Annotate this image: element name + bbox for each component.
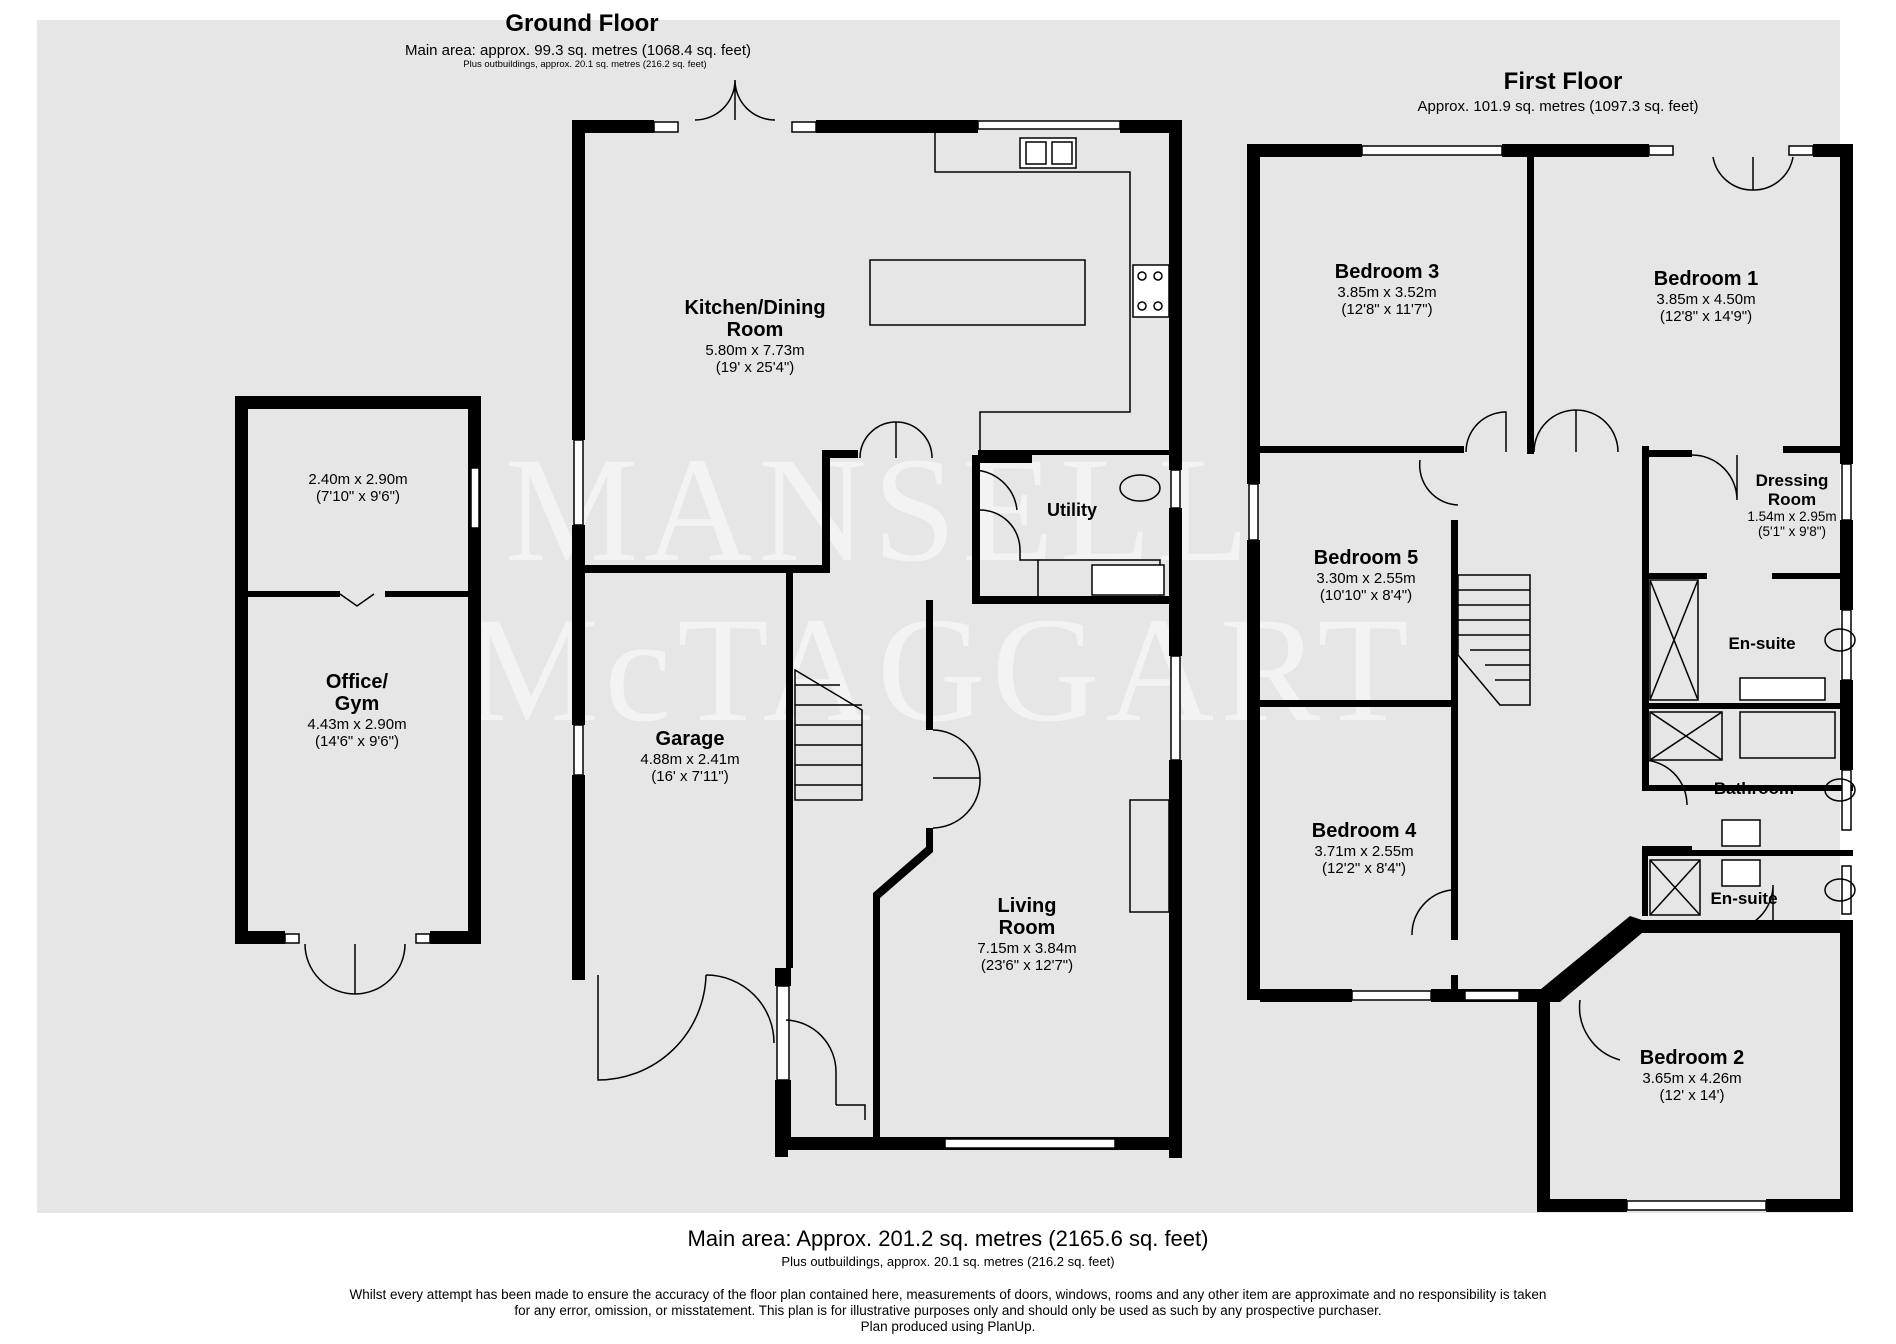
first-floor-fixtures — [1248, 145, 1856, 1211]
bedroom5-name: Bedroom 5 — [1314, 547, 1418, 569]
garage-name: Garage — [656, 728, 725, 750]
living-imperial: (23'6" x 12'7") — [981, 957, 1073, 974]
disclaimer-line-2: for any error, omission, or misstatement… — [514, 1303, 1382, 1318]
bedroom3-name: Bedroom 3 — [1335, 261, 1439, 283]
total-main-area: Main area: Approx. 201.2 sq. metres (216… — [687, 1226, 1209, 1251]
bedroom4-name: Bedroom 4 — [1312, 820, 1417, 842]
first-floor-title: First Floor — [1504, 68, 1623, 95]
dressing-imperial: (5'1" x 9'8") — [1758, 524, 1826, 539]
ground-floor-title: Ground Floor — [505, 10, 658, 37]
dressing-metric: 1.54m x 2.95m — [1747, 509, 1836, 524]
ensuite2-name: En-suite — [1710, 889, 1777, 908]
bedroom4-imperial: (12'2" x 8'4") — [1322, 860, 1406, 877]
total-outbuildings: Plus outbuildings, approx. 20.1 sq. metr… — [781, 1254, 1115, 1269]
bedroom3-imperial: (12'8" x 11'7") — [1341, 301, 1432, 318]
bedroom1-name: Bedroom 1 — [1654, 268, 1758, 290]
bathroom-name: Bathroom — [1714, 779, 1794, 798]
bedroom4-metric: 3.71m x 2.55m — [1314, 843, 1413, 860]
office-metric: 4.43m x 2.90m — [307, 716, 406, 733]
living-name-2: Room — [999, 917, 1056, 939]
disclaimer-line-1: Whilst every attempt has been made to en… — [349, 1287, 1547, 1302]
kitchen-imperial: (19' x 25'4") — [716, 359, 795, 376]
kitchen-name-2: Room — [727, 319, 784, 341]
store-metric: 2.40m x 2.90m — [308, 471, 407, 488]
garage-metric: 4.88m x 2.41m — [640, 751, 739, 768]
utility-name: Utility — [1047, 500, 1097, 520]
ground-floor-main-area: Main area: approx. 99.3 sq. metres (1068… — [405, 42, 751, 59]
store-imperial: (7'10" x 9'6") — [316, 488, 400, 505]
ensuite1-name: En-suite — [1728, 634, 1795, 653]
dressing-name-2: Room — [1768, 490, 1816, 509]
dressing-name-1: Dressing — [1756, 471, 1829, 490]
bedroom2-name: Bedroom 2 — [1640, 1047, 1744, 1069]
ground-floor-outbuildings: Plus outbuildings, approx. 20.1 sq. metr… — [463, 59, 706, 70]
outbuilding — [235, 396, 481, 995]
disclaimer-line-3: Plan produced using PlanUp. — [860, 1319, 1036, 1334]
bedroom3-metric: 3.85m x 3.52m — [1337, 284, 1436, 301]
first-floor-area: Approx. 101.9 sq. metres (1097.3 sq. fee… — [1418, 98, 1699, 115]
bedroom2-imperial: (12' x 14') — [1660, 1087, 1725, 1104]
office-imperial: (14'6" x 9'6") — [315, 733, 399, 750]
kitchen-name-1: Kitchen/Dining — [684, 297, 825, 319]
disclaimer: Whilst every attempt has been made to en… — [0, 1287, 1896, 1335]
office-name-2: Gym — [335, 693, 379, 715]
bedroom1-metric: 3.85m x 4.50m — [1656, 291, 1755, 308]
living-metric: 7.15m x 3.84m — [977, 940, 1076, 957]
office-name-1: Office/ — [326, 671, 389, 693]
living-name-1: Living — [998, 895, 1057, 917]
bedroom5-imperial: (10'10" x 8'4") — [1320, 587, 1412, 604]
ground-floor-fixtures — [573, 79, 1181, 1149]
kitchen-metric: 5.80m x 7.73m — [705, 342, 804, 359]
bedroom2-metric: 3.65m x 4.26m — [1642, 1070, 1741, 1087]
first-floor-walls — [1247, 144, 1853, 1212]
bedroom1-imperial: (12'8" x 14'9") — [1660, 308, 1752, 325]
garage-imperial: (16' x 7'11") — [651, 768, 728, 785]
watermark-line-2: McTAGGART — [465, 587, 1415, 753]
bedroom5-metric: 3.30m x 2.55m — [1316, 570, 1415, 587]
